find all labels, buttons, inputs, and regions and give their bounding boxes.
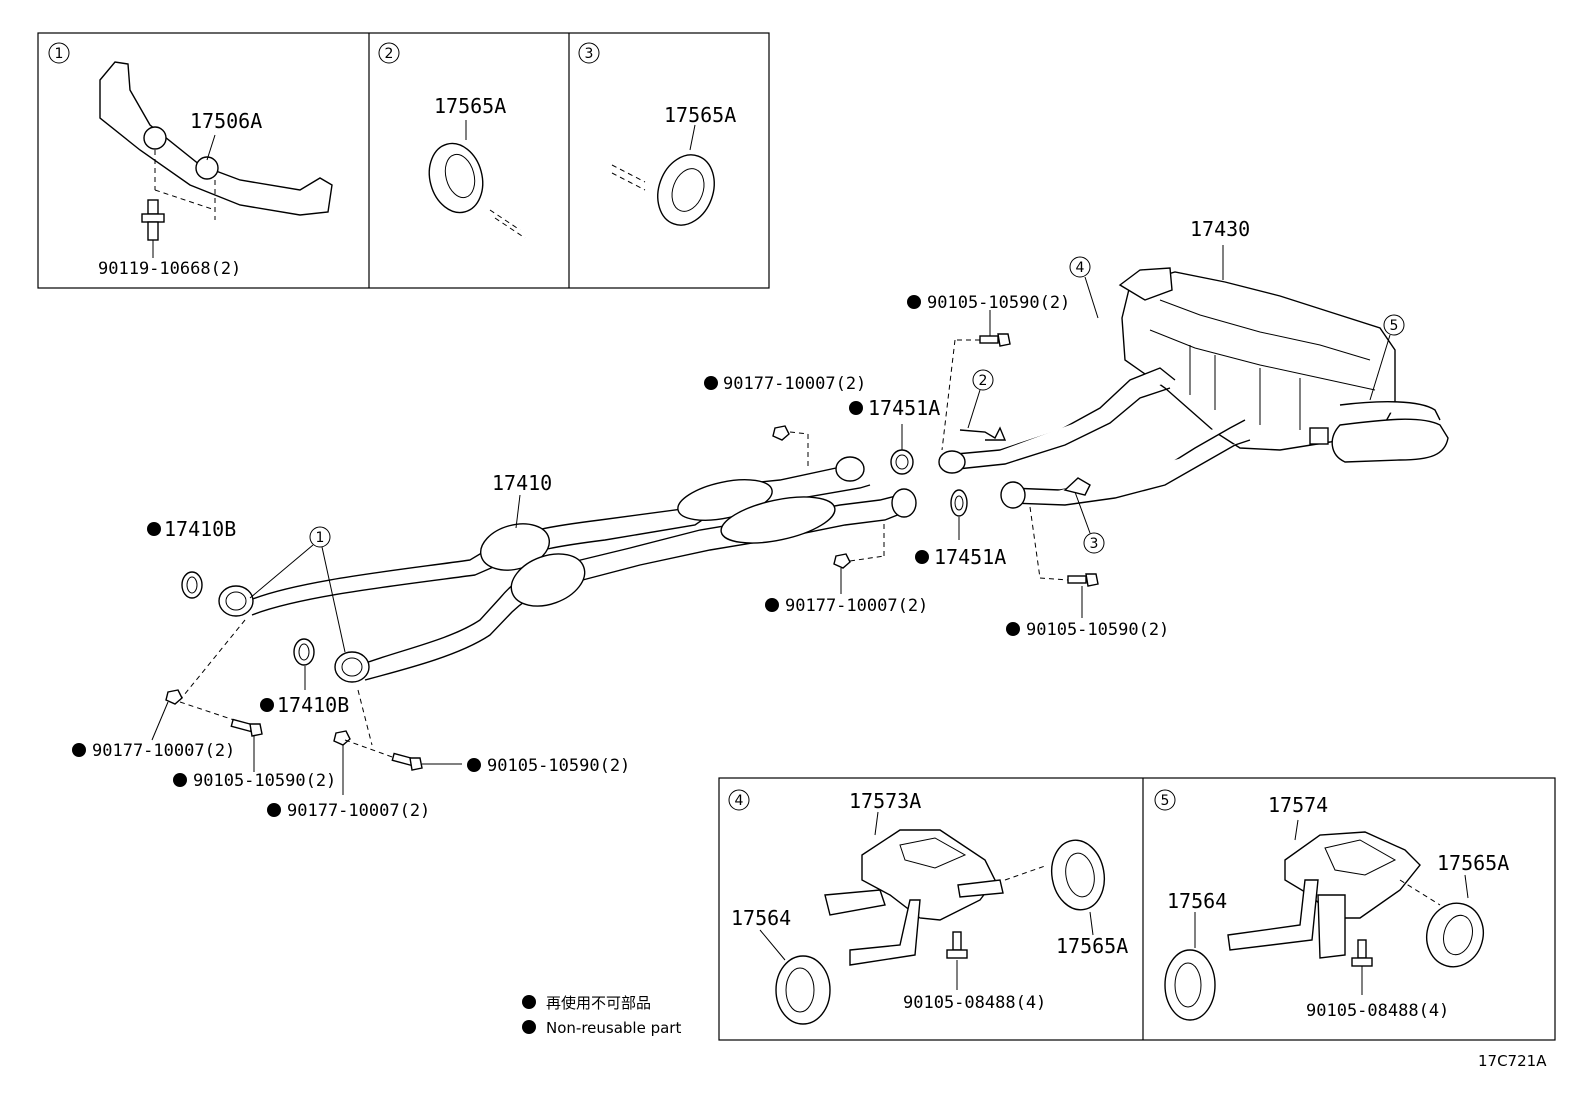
muffler-callouts: 2 3 4 5	[967, 256, 1405, 554]
gasket-17410B-upper: 17410B	[147, 517, 236, 599]
diagram-code: 17C721A	[1478, 1052, 1547, 1070]
mid-fasteners: 90177-10007(2) 90177-10007(2)	[704, 374, 928, 616]
svg-text:1: 1	[316, 530, 325, 546]
label-17565A-inset3: 17565A	[664, 103, 736, 127]
muffler-17430: 17430	[938, 217, 1449, 509]
inset-5: 5 17574 17564 17565A 90105-08488(4)	[1154, 789, 1509, 1021]
inset-1: 1 17506A 90119-10668(2)	[48, 42, 333, 279]
svg-text:4: 4	[735, 793, 744, 809]
label-nut-left: 90177-10007(2)	[92, 741, 235, 761]
label-90105-08488-inset5: 90105-08488(4)	[1306, 1001, 1449, 1021]
legend-english: Non-reusable part	[546, 1019, 681, 1037]
label-17451A-upper: 17451A	[868, 396, 940, 420]
label-17410B-upper: 17410B	[164, 517, 236, 541]
label-bolt-left: 90105-10590(2)	[193, 771, 336, 791]
label-nut-mid-top: 90177-10007(2)	[723, 374, 866, 394]
legend: 再使用不可部品 Non-reusable part	[522, 994, 681, 1037]
gasket-17451A-upper: 17451A	[849, 396, 940, 475]
inset-2-number: 2	[385, 46, 394, 62]
label-bolt-muffler-bottom: 90105-10590(2)	[1026, 620, 1169, 640]
label-17410B-lower: 17410B	[277, 693, 349, 717]
label-17565A-inset2: 17565A	[434, 94, 506, 118]
inset-2: 2 17565A	[378, 42, 526, 239]
inset-3: 3 17565A	[578, 42, 736, 226]
label-17564-inset4: 17564	[731, 906, 791, 930]
callout-1-main: 1	[249, 526, 346, 653]
svg-text:5: 5	[1390, 318, 1399, 334]
svg-text:4: 4	[1076, 260, 1085, 276]
svg-text:5: 5	[1161, 793, 1170, 809]
label-17506A: 17506A	[190, 109, 262, 133]
inset-3-number: 3	[585, 46, 594, 62]
label-nut-mid-bottom: 90177-10007(2)	[785, 596, 928, 616]
inset-panel-bottom	[718, 777, 1556, 1041]
label-17451A-lower: 17451A	[934, 545, 1006, 569]
label-90105-08488-inset4: 90105-08488(4)	[903, 993, 1046, 1013]
label-17410: 17410	[492, 471, 552, 495]
svg-text:2: 2	[979, 373, 988, 389]
gasket-17451A-lower: 17451A	[915, 489, 1006, 569]
legend-japanese: 再使用不可部品	[546, 994, 651, 1012]
inset-panel-top	[37, 32, 770, 289]
label-17573A: 17573A	[849, 789, 921, 813]
label-90119-10668: 90119-10668(2)	[98, 259, 241, 279]
label-17565A-inset5: 17565A	[1437, 851, 1509, 875]
label-17564-inset5: 17564	[1167, 889, 1227, 913]
svg-text:3: 3	[1090, 536, 1099, 552]
label-17574: 17574	[1268, 793, 1328, 817]
front-pipe-17410: 17410	[218, 456, 917, 683]
bracket-17506A	[99, 61, 333, 216]
inset-1-number: 1	[55, 46, 64, 62]
label-nut-left2: 90177-10007(2)	[287, 801, 430, 821]
muffler-bolts: 90105-10590(2) 90105-10590(2)	[907, 293, 1169, 640]
label-17565A-inset4: 17565A	[1056, 934, 1128, 958]
gasket-17410B-lower: 17410B	[260, 638, 349, 717]
left-fasteners: 90177-10007(2) 90105-10590(2) 90177-1000…	[72, 619, 630, 821]
label-17430: 17430	[1190, 217, 1250, 241]
label-bolt-muffler-top: 90105-10590(2)	[927, 293, 1070, 313]
label-bolt-right-low: 90105-10590(2)	[487, 756, 630, 776]
inset-4: 4 17573A 17564 17565A 90105-08488(4)	[728, 789, 1128, 1025]
